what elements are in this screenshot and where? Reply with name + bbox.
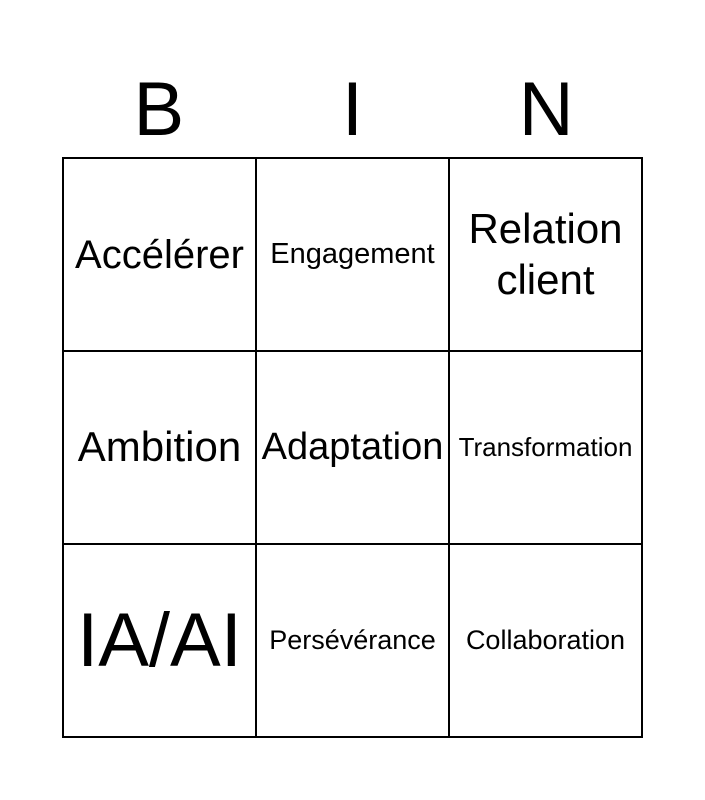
bingo-cell-accelerer[interactable]: Accélérer [63, 158, 256, 351]
bingo-cell-ia-ai[interactable]: IA/AI [63, 544, 256, 737]
bingo-header: B I N [62, 0, 643, 157]
header-letter-i: I [341, 67, 364, 152]
bingo-cell-engagement[interactable]: Engagement [256, 158, 449, 351]
bingo-cell-relation-client[interactable]: Relation client [449, 158, 642, 351]
bingo-cell-transformation[interactable]: Transformation [449, 351, 642, 544]
bingo-cell-adaptation[interactable]: Adaptation [256, 351, 449, 544]
header-letter-n: N [518, 67, 574, 152]
bingo-cell-collaboration[interactable]: Collaboration [449, 544, 642, 737]
header-letter-b: B [133, 67, 185, 152]
bingo-grid: Accélérer Engagement Relation client Amb… [62, 157, 643, 738]
bingo-cell-perseverance[interactable]: Persévérance [256, 544, 449, 737]
bingo-cell-ambition[interactable]: Ambition [63, 351, 256, 544]
